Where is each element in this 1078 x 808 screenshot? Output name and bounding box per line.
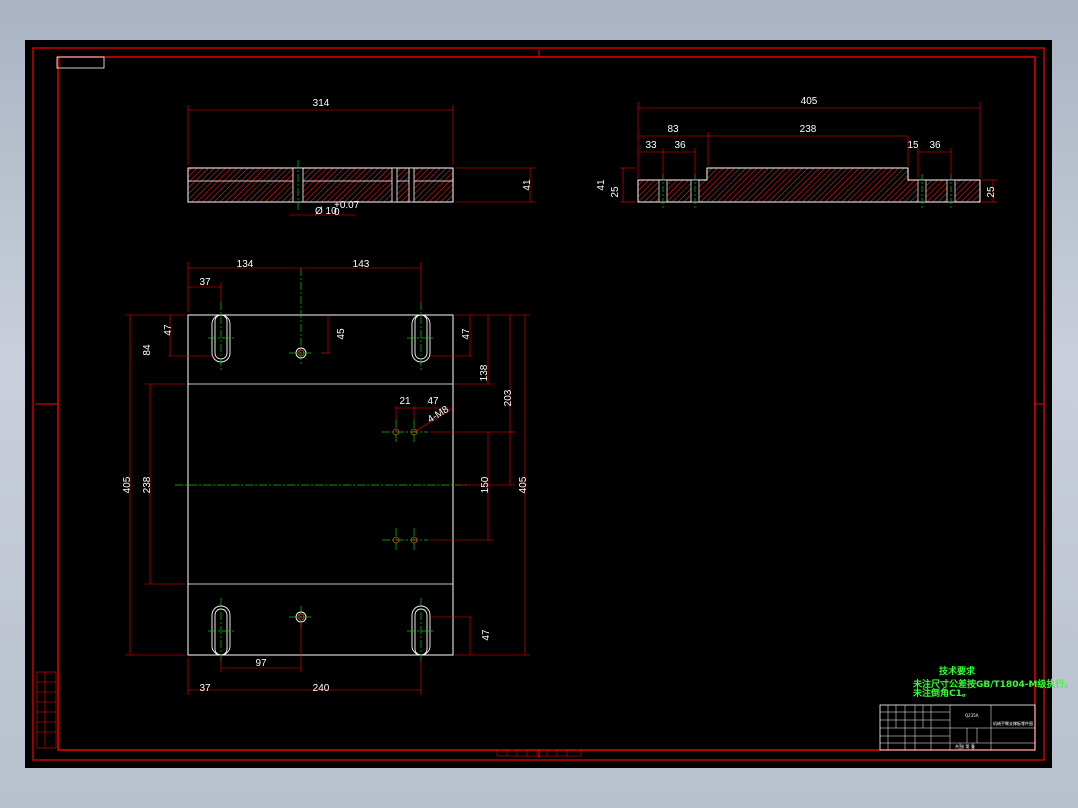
- stepped-section-body: [637, 167, 981, 203]
- dim-134: 134: [237, 259, 254, 270]
- dim-97: 97: [255, 658, 267, 669]
- plan-view: 134 143 37 47 84 45 47 138 203 405 405 2…: [122, 259, 530, 695]
- top-left-section-view: 314 41 Ø 10 +0.07 0: [187, 98, 535, 218]
- dim-47-right: 47: [461, 328, 472, 340]
- dim-47-bottom: 47: [481, 629, 492, 641]
- top-right-section-view: 405 83 238 33 36 15 36 41 25 25: [596, 96, 997, 210]
- dim-405-left: 405: [122, 476, 133, 493]
- dim-33: 33: [645, 140, 657, 151]
- dim-238-top: 238: [800, 124, 817, 135]
- dim-45: 45: [336, 328, 347, 340]
- dim-203: 203: [503, 389, 514, 406]
- dim-238-plan: 238: [142, 476, 153, 493]
- dim-41-right: 41: [596, 179, 607, 191]
- section-slot-2: [408, 167, 415, 203]
- notes-title: 技术要求: [939, 665, 976, 677]
- dim-143: 143: [353, 259, 370, 270]
- dim-25-left: 25: [610, 186, 621, 198]
- corner-box: [56, 56, 105, 69]
- dim-405-top: 405: [801, 96, 818, 107]
- dim-hole-tol-lower: 0: [334, 207, 340, 218]
- dim-36-left: 36: [674, 140, 686, 151]
- dim-47-left: 47: [163, 324, 174, 336]
- dim-36-right: 36: [929, 140, 941, 151]
- dim-314: 314: [313, 98, 330, 109]
- drawing-sheet: 314 41 Ø 10 +0.07 0: [25, 40, 1073, 768]
- title-block-sheet-count: 共 张 第 张: [955, 743, 975, 749]
- plan-dimension-lines: [125, 262, 530, 695]
- dim-138: 138: [479, 364, 490, 381]
- dim-15: 15: [907, 140, 919, 151]
- dim-240: 240: [313, 683, 330, 694]
- technical-notes: 技术要求 未注尺寸公差按GB/T1804-M级执行。 未注倒角C1。: [912, 665, 1073, 699]
- dim-hole-diameter: Ø 10: [315, 206, 337, 217]
- bottom-scale-ticks: [496, 749, 582, 757]
- left-revision-strip: [36, 671, 57, 749]
- notes-line-2: 未注倒角C1。: [912, 687, 971, 699]
- cad-drawing: 314 41 Ø 10 +0.07 0: [25, 40, 1073, 768]
- notes-line-1: 未注尺寸公差按GB/T1804-M级执行。: [912, 678, 1073, 690]
- dim-83: 83: [667, 124, 679, 135]
- title-block-drawing-name: 机械手臂支撑板零件图: [993, 720, 1033, 726]
- dim-84: 84: [142, 344, 153, 356]
- section-slot-1: [391, 167, 398, 203]
- dim-405-right: 405: [518, 476, 529, 493]
- title-block: Q235A 机械手臂支撑板零件图 共 张 第 张: [879, 704, 1036, 751]
- dim-150: 150: [480, 476, 491, 493]
- dim-hole-tol-upper: +0.07: [334, 200, 360, 211]
- dim-47-hole: 47: [427, 396, 439, 407]
- dim-25-right: 25: [986, 186, 997, 198]
- sheet-background: [25, 40, 1052, 768]
- dim-37-bottom: 37: [199, 683, 211, 694]
- plan-center-lines: [175, 268, 470, 662]
- dim-21: 21: [399, 396, 411, 407]
- dim-37-top: 37: [199, 277, 211, 288]
- dim-41: 41: [522, 179, 533, 191]
- title-block-material: Q235A: [965, 713, 979, 718]
